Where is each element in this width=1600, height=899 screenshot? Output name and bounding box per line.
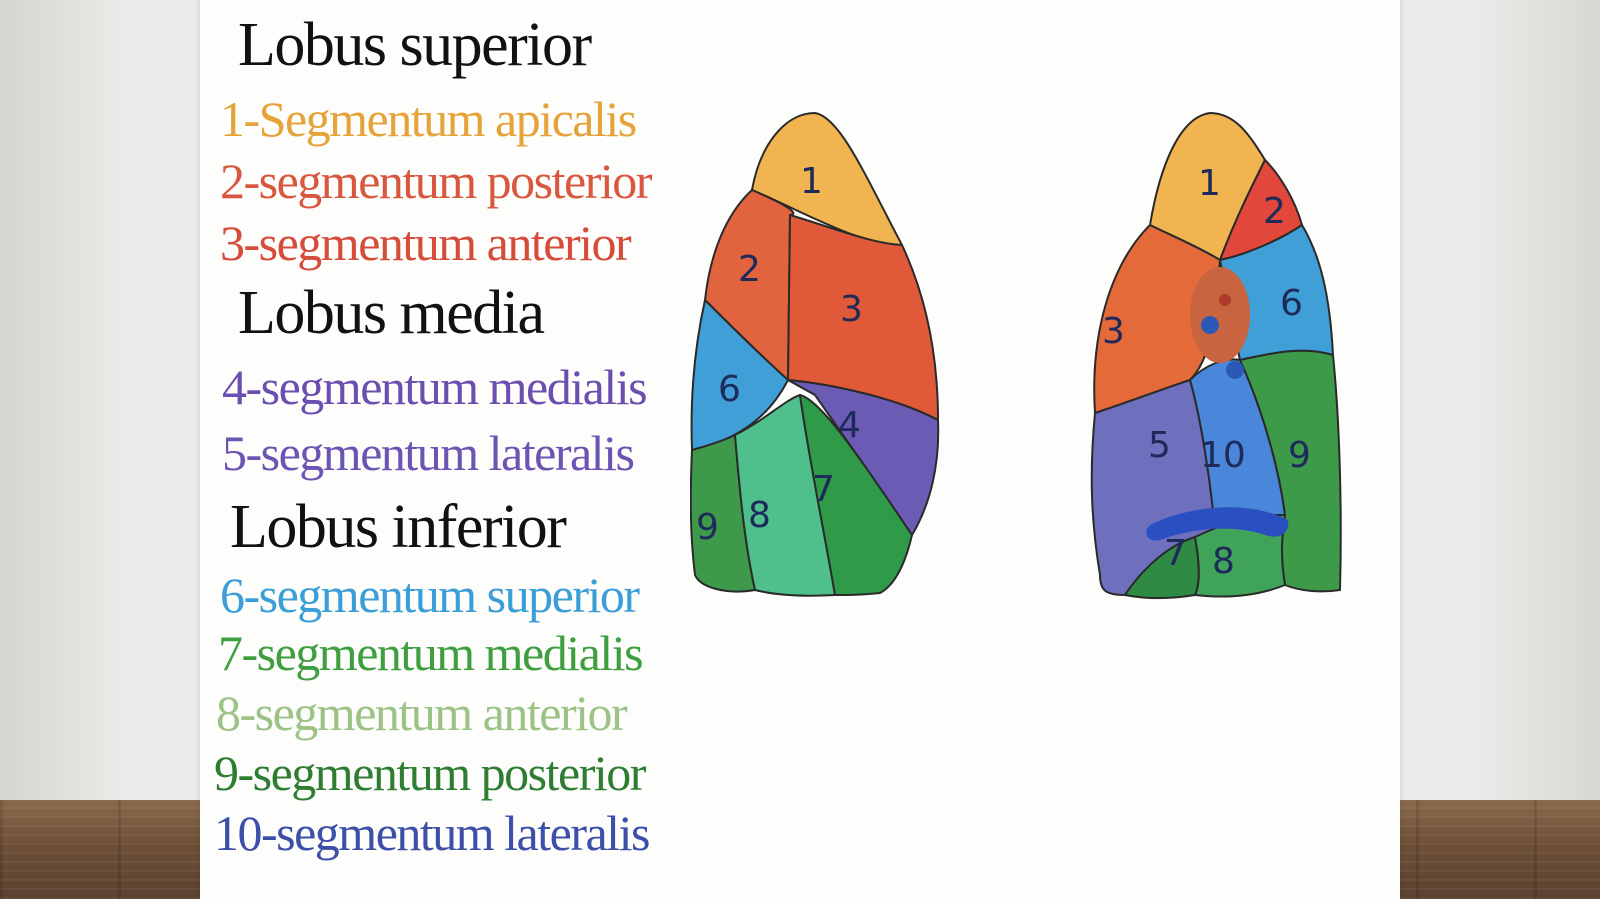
hilum-root [1190, 267, 1250, 363]
lateral-view-labels: 1 2 3 6 4 9 8 7 [696, 161, 863, 548]
medial-view-lung [1090, 112, 1342, 599]
slide: Lobus superior 1-Segmentum apicalis 2-se… [200, 0, 1400, 899]
hilum-band [1146, 507, 1289, 541]
legend-item-5: 5-segmentum lateralis [222, 425, 635, 481]
medial-view-labels: 1 2 3 6 5 10 9 7 8 [1102, 163, 1311, 582]
lobe-title-inferior: Lobus inferior [230, 493, 567, 561]
medial-label-10: 10 [1200, 435, 1246, 476]
lung-segments-figure: 1 2 3 6 4 9 8 7 [690, 95, 1400, 635]
legend-item-10: 10-segmentum lateralis [214, 805, 650, 861]
legend-item-4: 4-segmentum medialis [222, 359, 648, 415]
segment-1-lateral [751, 112, 903, 246]
lung-illustration: 1 2 3 6 4 9 8 7 [690, 112, 1342, 599]
lobe-title-media: Lobus media [238, 279, 545, 347]
lateral-label-8: 8 [748, 495, 771, 536]
medial-label-2: 2 [1263, 191, 1286, 232]
legend-item-3: 3-segmentum anterior [220, 215, 632, 271]
lateral-label-9: 9 [696, 507, 719, 548]
medial-label-7: 7 [1164, 533, 1187, 574]
medial-label-6: 6 [1280, 283, 1303, 324]
hilum-vessel [1226, 361, 1244, 379]
medial-label-3: 3 [1102, 311, 1125, 352]
lateral-label-3: 3 [840, 289, 863, 330]
legend-item-1: 1-Segmentum apicalis [220, 91, 637, 147]
lateral-label-4: 4 [838, 405, 861, 446]
medial-label-8: 8 [1212, 541, 1235, 582]
lateral-label-6: 6 [718, 369, 741, 410]
segment-7-lateral [799, 394, 913, 596]
hilum-vessel [1201, 316, 1219, 334]
legend-item-8: 8-segmentum anterior [216, 685, 628, 741]
lateral-view-lung [690, 112, 940, 597]
medial-label-1: 1 [1198, 163, 1221, 204]
lateral-label-1: 1 [800, 161, 823, 202]
lateral-label-7: 7 [812, 469, 835, 510]
legend-item-6: 6-segmentum superior [220, 567, 640, 623]
segment-legend: Lobus superior 1-Segmentum apicalis 2-se… [200, 0, 720, 899]
medial-label-5: 5 [1148, 425, 1171, 466]
lobe-title-superior: Lobus superior [238, 11, 592, 79]
lateral-label-2: 2 [738, 249, 761, 290]
legend-item-7: 7-segmentum medialis [218, 625, 644, 681]
legend-item-2: 2-segmentum posterior [220, 153, 652, 209]
legend-item-9: 9-segmentum posterior [214, 745, 646, 801]
segment-9-medial [1239, 349, 1342, 593]
hilum-vessel [1219, 294, 1231, 306]
medial-label-9: 9 [1288, 435, 1311, 476]
